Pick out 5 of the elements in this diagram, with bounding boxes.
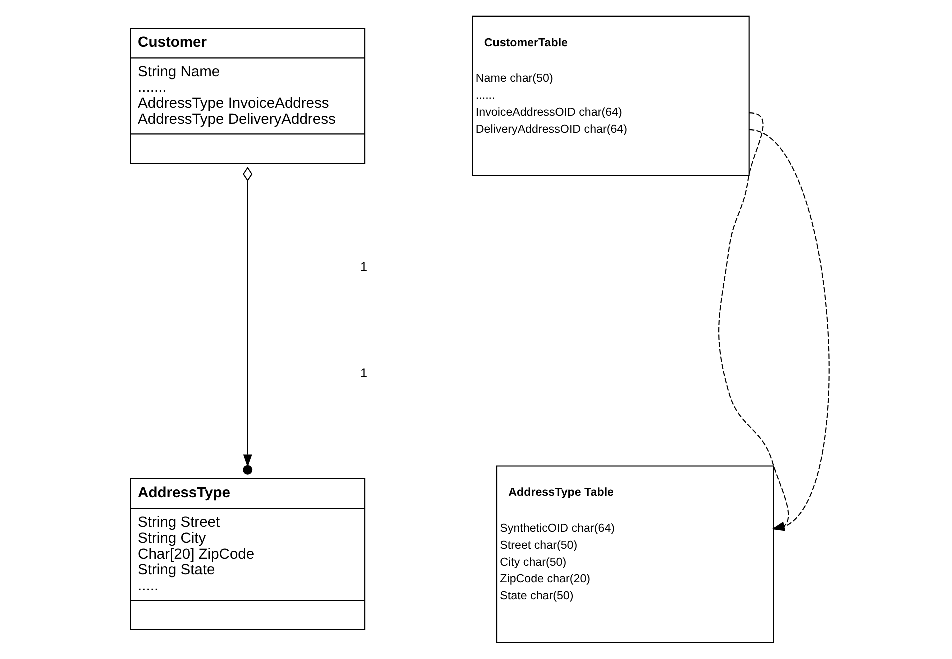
node-box: CustomerTable Name char(50) ...... InvoiceAddressOID char(64) DeliveryAddressOID char(64) xyxy=(472,16,750,176)
label: 1 xyxy=(360,260,368,274)
label: 1 xyxy=(360,366,368,381)
node-box: AddressType Table SyntheticOID char(64) Street char(50) City char(50) ZipCode char(20) State char(50) xyxy=(496,466,774,644)
arrow xyxy=(243,167,253,475)
